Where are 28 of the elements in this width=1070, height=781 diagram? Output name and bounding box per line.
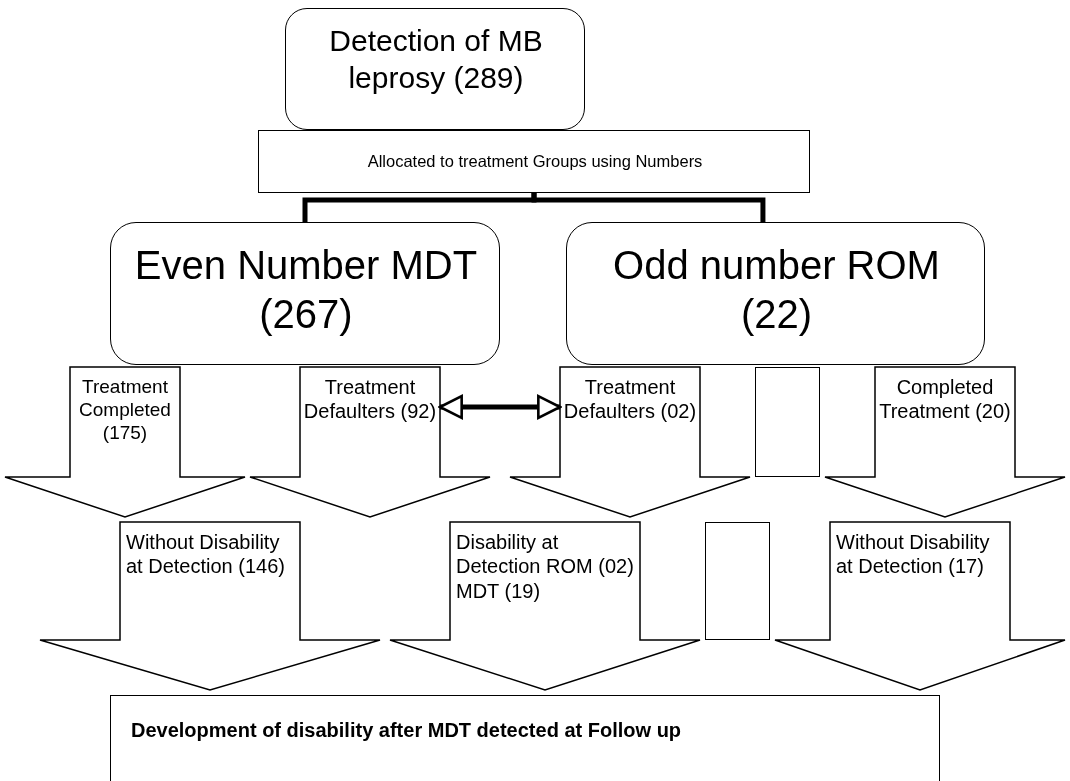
pointed-text-panel (510, 367, 750, 517)
node-text: Even Number MDT (267) (133, 242, 479, 338)
node-text: Without Disability at Detection (17) (836, 530, 991, 579)
node-text: Treatment Defaulters (02) (563, 375, 697, 424)
empty-box (705, 522, 770, 640)
node-text: Development of disability after MDT detected at Follow up (131, 718, 683, 743)
rounded-box (566, 222, 985, 365)
empty-box (755, 367, 820, 477)
node-text: Treatment Defaulters (92) (303, 375, 437, 424)
rounded-box (285, 8, 585, 130)
node-text: Without Disability at Detection (146) (126, 530, 286, 579)
pointed-text-panel (390, 522, 700, 690)
process-box (258, 130, 810, 193)
node-text: Allocated to treatment Groups using Numbers (366, 151, 704, 172)
pointed-text-panel (5, 367, 245, 517)
pointed-text-panel (250, 367, 490, 517)
node-text: Treatment Completed (175) (78, 375, 172, 445)
pointed-text-panel (825, 367, 1065, 517)
node-text: Completed Treatment (20) (878, 375, 1012, 424)
node-text: Detection of MB leprosy (289) (328, 23, 544, 96)
connector (531, 193, 766, 222)
connector (438, 394, 562, 420)
rounded-box (110, 222, 500, 365)
node-text: Odd number ROM (22) (612, 242, 941, 338)
pointed-text-panel (40, 522, 380, 690)
pointed-text-panel (775, 522, 1065, 690)
result-box (110, 695, 940, 781)
node-text: Disability at Detection ROM (02) MDT (19) (456, 530, 635, 604)
